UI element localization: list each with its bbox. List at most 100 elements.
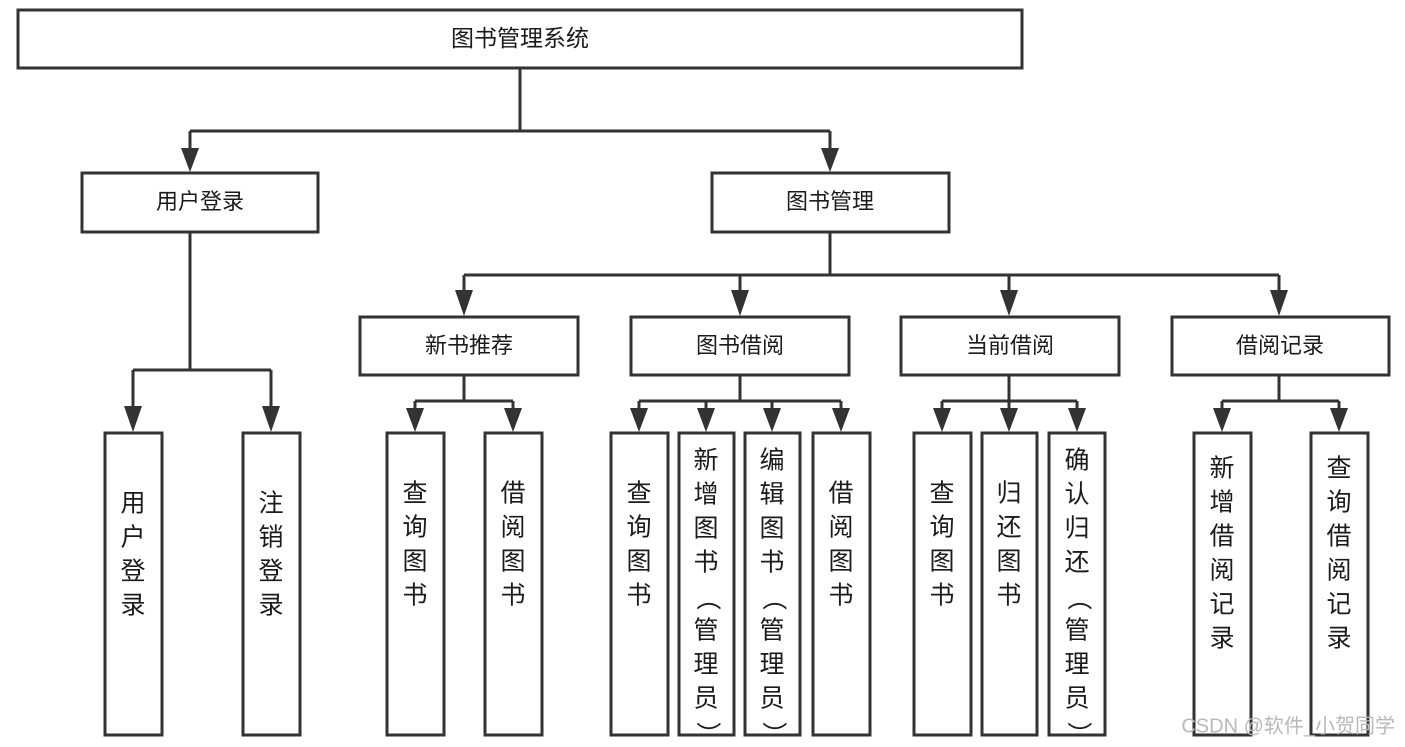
node-user-login[interactable]: 用户登录 <box>80 171 320 234</box>
connector-group-borrow-record <box>1213 375 1348 432</box>
arrow-head-bb-leaf-3 <box>832 408 850 432</box>
node-borrow-record[interactable]: 借阅记录 <box>1170 315 1391 377</box>
svg-text:增: 增 <box>693 481 718 509</box>
arrow-head-user-login-leaf-0 <box>124 406 142 432</box>
leaf-node-book-borrow-2-box[interactable] <box>743 431 802 737</box>
node-book-manage[interactable]: 图书管理 <box>710 171 951 234</box>
svg-text:（: （ <box>693 585 721 610</box>
svg-text:理: 理 <box>1064 651 1089 679</box>
svg-text:用: 用 <box>120 490 145 518</box>
arrow-head-user-login <box>181 148 199 172</box>
connector-group-user-login <box>124 232 280 432</box>
svg-text:理: 理 <box>759 651 784 679</box>
node-new-book-recommend-box[interactable] <box>358 315 580 377</box>
svg-text:）: ） <box>693 721 721 746</box>
connector-group-new-book-recommend <box>406 375 522 432</box>
svg-text:录: 录 <box>1326 625 1351 653</box>
leaf-node-book-borrow-1-box[interactable] <box>677 431 736 737</box>
svg-text:销: 销 <box>258 524 283 552</box>
svg-text:）: ） <box>1064 721 1092 746</box>
arrow-head-cb-leaf-0 <box>933 408 951 432</box>
arrow-head-cb-leaf-2 <box>1068 408 1086 432</box>
leaf-node-current-borrow-1-box[interactable] <box>980 431 1039 737</box>
node-user-login-box[interactable] <box>80 171 320 234</box>
svg-text:阅: 阅 <box>1326 557 1351 585</box>
leaf-node-borrow-record-0-box[interactable] <box>1192 431 1253 737</box>
arrow-head-nbr-leaf-1 <box>504 408 522 432</box>
node-new-book-recommend[interactable]: 新书推荐 <box>358 315 580 377</box>
leaf-node-new-book-recommend-0-box[interactable] <box>385 431 446 737</box>
node-book-manage-label: 图书管理 <box>786 189 874 214</box>
svg-text:）: ） <box>759 721 787 746</box>
svg-text:归: 归 <box>996 480 1021 508</box>
svg-text:阅: 阅 <box>1209 557 1234 585</box>
leaf-node-user-login-0-label: 用户登录 <box>120 490 145 620</box>
svg-text:员: 员 <box>1064 685 1089 713</box>
leaf-node-borrow-record-1-box[interactable] <box>1309 431 1370 737</box>
node-book-borrow[interactable]: 图书借阅 <box>629 315 851 377</box>
svg-text:员: 员 <box>693 685 718 713</box>
arrow-head-book-manage <box>821 148 839 172</box>
node-root[interactable]: 图书管理系统 <box>16 8 1024 70</box>
node-borrow-record-box[interactable] <box>1170 315 1391 377</box>
node-root-box[interactable] <box>16 8 1024 70</box>
svg-text:查: 查 <box>929 480 954 508</box>
svg-text:询: 询 <box>1326 489 1351 517</box>
watermark-label: CSDN @软件_小贺同学 <box>1181 714 1395 737</box>
node-book-manage-box[interactable] <box>710 171 951 234</box>
node-current-borrow[interactable]: 当前借阅 <box>899 315 1121 377</box>
svg-text:书: 书 <box>693 549 718 577</box>
leaf-node-new-book-recommend-1-box[interactable] <box>483 431 544 737</box>
svg-text:管: 管 <box>759 617 784 645</box>
leaf-node-user-login-0[interactable]: 用户登录 <box>103 431 164 737</box>
svg-text:登: 登 <box>258 558 283 586</box>
leaf-node-user-login-0-box[interactable] <box>103 431 164 737</box>
svg-text:录: 录 <box>120 592 145 620</box>
arrow-head-nbr-leaf-0 <box>406 408 424 432</box>
arrow-head-br-leaf-0 <box>1213 408 1231 432</box>
svg-text:辑: 辑 <box>759 481 784 509</box>
node-book-borrow-box[interactable] <box>629 315 851 377</box>
leaf-node-book-borrow-3-box[interactable] <box>811 431 872 737</box>
svg-text:增: 增 <box>1209 489 1234 517</box>
svg-text:管: 管 <box>693 617 718 645</box>
arrow-head-current-borrow <box>1000 290 1018 316</box>
svg-text:录: 录 <box>258 592 283 620</box>
leaf-node-current-borrow-2-box[interactable] <box>1047 431 1107 737</box>
leaf-node-user-login-1-box[interactable] <box>241 431 302 737</box>
leaf-node-book-borrow-0-box[interactable] <box>609 431 670 737</box>
svg-text:书: 书 <box>929 582 954 610</box>
svg-text:图: 图 <box>402 548 427 576</box>
svg-text:图: 图 <box>996 548 1021 576</box>
svg-text:员: 员 <box>759 685 784 713</box>
arrow-head-new-book-recommend <box>455 290 473 316</box>
arrow-head-bb-leaf-0 <box>630 408 648 432</box>
svg-text:确: 确 <box>1064 447 1089 475</box>
node-current-borrow-box[interactable] <box>899 315 1121 377</box>
leaf-node-current-borrow-0-box[interactable] <box>912 431 973 737</box>
svg-text:借: 借 <box>828 480 853 508</box>
node-current-borrow-label: 当前借阅 <box>966 333 1054 358</box>
svg-text:（: （ <box>759 585 787 610</box>
svg-text:查: 查 <box>402 480 427 508</box>
svg-text:还: 还 <box>1064 549 1089 577</box>
svg-text:书: 书 <box>759 549 784 577</box>
svg-text:书: 书 <box>500 582 525 610</box>
